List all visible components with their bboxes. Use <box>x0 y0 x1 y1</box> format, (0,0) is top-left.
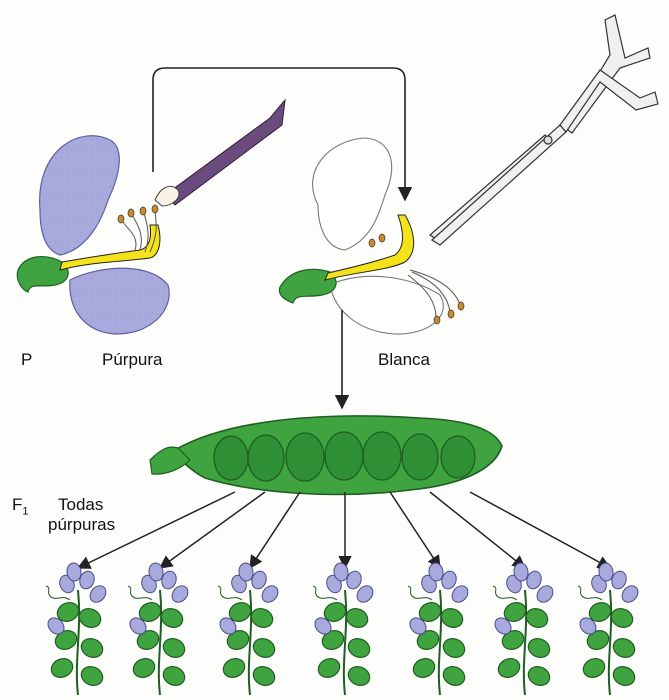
pea-plant-icon <box>127 562 191 695</box>
offspring-arrow <box>250 492 300 568</box>
anther <box>379 234 385 242</box>
pea-plant-icon <box>492 562 556 695</box>
offspring-arrow <box>390 492 440 568</box>
offspring-plants <box>45 562 641 695</box>
generation-p-label: P <box>21 350 32 370</box>
purple-parent-label: Púrpura <box>102 350 162 370</box>
offspring-label-line2: púrpuras <box>48 515 115 535</box>
purple-flower <box>17 136 169 334</box>
anther <box>434 316 440 324</box>
white-flower-lower-petal <box>330 276 443 334</box>
anther <box>128 209 134 217</box>
offspring-label-line1: Todas <box>58 495 103 515</box>
purple-flower-sepal <box>17 257 68 292</box>
pea-plant-icon <box>407 562 471 695</box>
pea-plant-icon <box>217 562 281 695</box>
white-parent-label: Blanca <box>378 350 430 370</box>
pea-pod-icon <box>150 416 502 495</box>
anther <box>118 215 124 223</box>
pea-plant-icon <box>312 562 376 695</box>
scissors-icon <box>430 15 658 245</box>
anther <box>458 302 464 310</box>
anther <box>152 205 158 213</box>
anther <box>140 207 146 215</box>
anther <box>369 239 375 247</box>
pea-plant-icon <box>45 562 109 695</box>
generation-f1-label: F1 <box>12 495 29 521</box>
white-flower-standard-petal <box>313 138 392 250</box>
pea-plant-icon <box>577 562 641 695</box>
paintbrush-icon <box>155 100 285 206</box>
offspring-arrow <box>430 492 525 568</box>
offspring-arrows <box>78 492 610 568</box>
generation-f-subscript: 1 <box>22 505 28 517</box>
offspring-arrow <box>470 492 610 568</box>
generation-f-text: F <box>12 495 22 514</box>
anther <box>448 310 454 318</box>
